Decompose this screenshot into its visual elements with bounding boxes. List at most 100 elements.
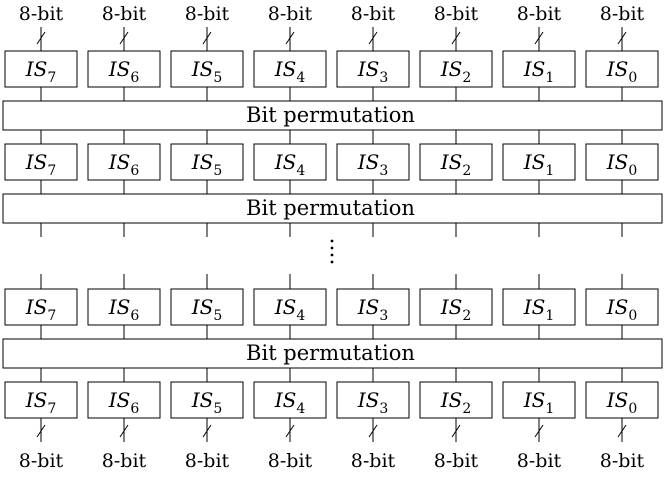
sbox-index: 3 [379, 308, 388, 324]
sbox-label: IS2 [440, 388, 472, 417]
sbox-name: IS [274, 295, 297, 319]
sbox-box [87, 50, 161, 88]
label-layer: 8-bit 8-bit 8-bit 8-bit 8-bit 8-bit 8-bit 8-bit… [19, 3, 645, 472]
wire-layer [36, 27, 627, 442]
sbox-box [253, 381, 327, 419]
sbox-label: IS3 [357, 57, 389, 86]
sbox-name: IS [523, 57, 546, 81]
sbox-box [4, 381, 78, 419]
sbox-box [419, 288, 493, 326]
sbox-box [253, 50, 327, 88]
sbox-label: IS4 [274, 57, 306, 86]
sbox-label: IS4 [274, 150, 306, 179]
sbox-row [4, 50, 659, 88]
sbox-label: IS4 [274, 295, 306, 324]
sbox-name: IS [606, 150, 629, 174]
sbox-name: IS [440, 388, 463, 412]
bit-width-label: 8-bit [434, 450, 479, 472]
sbox-box [585, 288, 659, 326]
sbox-row [4, 288, 659, 326]
sbox-index: 3 [379, 70, 388, 86]
sbox-box [419, 143, 493, 181]
sbox-box [170, 50, 244, 88]
sbox-index: 7 [47, 401, 56, 417]
sbox-label: IS7 [25, 388, 57, 417]
sbox-box [585, 381, 659, 419]
sbox-box [87, 381, 161, 419]
sbox-name: IS [108, 295, 131, 319]
sbox-name: IS [274, 150, 297, 174]
sbox-index: 0 [628, 163, 637, 179]
sbox-name: IS [25, 57, 48, 81]
sbox-row [4, 381, 659, 419]
sbox-name: IS [108, 388, 131, 412]
bit-width-label: 8-bit [268, 3, 313, 25]
bit-permutation-label: Bit permutation [246, 196, 415, 220]
sbox-box [336, 381, 410, 419]
sbox-name: IS [191, 388, 214, 412]
sbox-label: IS1 [523, 388, 555, 417]
sbox-name: IS [108, 57, 131, 81]
sbox-index: 3 [379, 163, 388, 179]
sbox-name: IS [357, 388, 380, 412]
bit-width-label: 8-bit [434, 3, 479, 25]
sbox-label: IS2 [440, 295, 472, 324]
sbox-box [336, 143, 410, 181]
sbox-label: IS5 [191, 295, 223, 324]
sbox-index: 0 [628, 70, 637, 86]
bus-width-slash [451, 424, 461, 438]
sbox-label: IS3 [357, 388, 389, 417]
sbox-index: 7 [47, 308, 56, 324]
sbox-label: IS6 [108, 295, 140, 324]
sbox-box [502, 50, 576, 88]
sbox-label: IS7 [25, 295, 57, 324]
sbox-name: IS [523, 150, 546, 174]
sbox-index: 6 [130, 70, 139, 86]
sbox-index: 4 [296, 401, 305, 417]
sbox-name: IS [191, 150, 214, 174]
bus-width-slash [36, 424, 46, 438]
bit-width-label: 8-bit [517, 3, 562, 25]
ellipsis-dot [330, 239, 334, 243]
sbox-box [4, 50, 78, 88]
sbox-name: IS [606, 295, 629, 319]
bus-width-slash [617, 31, 627, 45]
sbox-label: IS5 [191, 388, 223, 417]
sbox-label: IS3 [357, 295, 389, 324]
bit-permutation-label: Bit permutation [246, 341, 415, 365]
sbox-label: IS7 [25, 150, 57, 179]
sbox-name: IS [440, 57, 463, 81]
sbox-box [87, 143, 161, 181]
sbox-name: IS [191, 295, 214, 319]
bus-width-slash [119, 424, 129, 438]
sbox-name: IS [606, 57, 629, 81]
sbox-label: IS0 [606, 388, 638, 417]
bit-permutation-box [2, 338, 663, 369]
sbox-index: 1 [545, 163, 554, 179]
bus-width-slash [202, 424, 212, 438]
sbox-index: 0 [628, 401, 637, 417]
sbox-index: 1 [545, 401, 554, 417]
sbox-row [4, 143, 659, 181]
sbox-index: 5 [213, 70, 222, 86]
sbox-name: IS [357, 295, 380, 319]
sbox-box [87, 288, 161, 326]
sbox-label: IS6 [108, 57, 140, 86]
sbox-box [4, 143, 78, 181]
sbox-label: IS2 [440, 57, 472, 86]
sbox-index: 2 [462, 308, 471, 324]
bit-width-label: 8-bit [19, 3, 64, 25]
sbox-label: IS2 [440, 150, 472, 179]
sbox-index: 5 [213, 401, 222, 417]
bit-width-label: 8-bit [185, 450, 230, 472]
bit-permutation-box [2, 100, 663, 131]
sbox-name: IS [523, 295, 546, 319]
sbox-index: 3 [379, 401, 388, 417]
bit-width-label: 8-bit [600, 3, 645, 25]
sbox-label: IS5 [191, 150, 223, 179]
sbox-index: 7 [47, 70, 56, 86]
bus-width-slash [285, 424, 295, 438]
bit-width-label: 8-bit [102, 3, 147, 25]
sbox-box [502, 381, 576, 419]
sbox-label: IS4 [274, 388, 306, 417]
